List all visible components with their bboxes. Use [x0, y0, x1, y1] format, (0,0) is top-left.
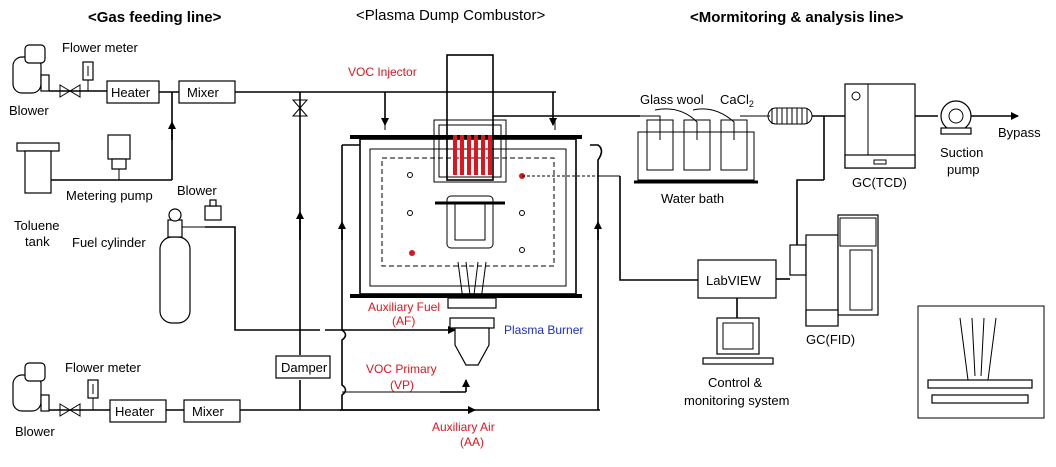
gc-tcd-instrument [844, 83, 916, 169]
toluene-tank-label-1: Toluene [14, 218, 60, 233]
coil-icon [767, 107, 813, 125]
valve-top-icon [59, 84, 81, 98]
fuel-cylinder-icon [159, 208, 205, 324]
burner-detail-inset [917, 305, 1045, 419]
plasma-burner-label: Plasma Burner [504, 323, 583, 337]
blower-top-label: Blower [9, 103, 49, 118]
pipe-vp-vertical [341, 230, 347, 410]
fuel-cylinder-label: Fuel cylinder [72, 235, 146, 250]
toluene-tank-label-2: tank [25, 234, 50, 249]
gc-tcd-label: GC(TCD) [852, 175, 907, 190]
voc-injector-label: VOC Injector [348, 65, 417, 79]
blower-bottom-label: Blower [15, 424, 55, 439]
control-label-1: Control & [708, 375, 763, 390]
plasma-burner [447, 261, 497, 366]
glass-wool-label: Glass wool [640, 92, 704, 107]
auxiliary-air-label-2: (AA) [460, 435, 484, 449]
toluene-tank [16, 142, 60, 194]
mixer-bottom-label: Mixer [192, 404, 224, 419]
control-label-2: monitoring system [684, 393, 789, 408]
mixer-bottom-box [183, 399, 241, 423]
mixer-top-label: Mixer [187, 85, 219, 100]
heater-rods [453, 135, 492, 175]
metering-pump-icon [107, 134, 131, 180]
valve-bottom-icon [59, 403, 81, 417]
blower-top [12, 44, 50, 94]
blower-bottom [12, 362, 50, 412]
header-monitoring-analysis-line: <Mormitoring & analysis line> [690, 9, 904, 26]
header-plasma-dump-combustor: <Plasma Dump Combustor> [356, 7, 545, 24]
voc-primary-label-1: VOC Primary [366, 362, 437, 376]
suction-pump-label-1: Suction [940, 145, 983, 160]
labview-label: LabVIEW [706, 273, 762, 288]
auxiliary-air-label-1: Auxiliary Air [432, 420, 495, 434]
voc-primary-label-2: (VP) [390, 378, 414, 392]
pipe-fuel-to-af [205, 226, 320, 331]
blower-mid-label: Blower [177, 183, 217, 198]
damper-label: Damper [281, 360, 328, 375]
pipe-labview [619, 176, 698, 281]
damper-box [275, 355, 331, 379]
gc-fid-label: GC(FID) [806, 332, 855, 347]
auxiliary-fuel-label-2: (AF) [392, 314, 415, 328]
flow-meter-bottom-icon [87, 379, 99, 410]
flower-meter-top-label: Flower meter [62, 40, 139, 55]
flow-meter-top-icon [82, 61, 94, 91]
bypass-label: Bypass [998, 125, 1041, 140]
heater-top-label: Heater [111, 85, 151, 100]
water-bath-label: Water bath [661, 191, 724, 206]
suction-pump-label-2: pump [947, 162, 980, 177]
valve-vertical-icon [291, 99, 309, 117]
flower-meter-bottom-label: Flower meter [65, 360, 142, 375]
water-bath [634, 108, 770, 184]
metering-pump-label: Metering pump [66, 188, 153, 203]
header-gas-feeding-line: <Gas feeding line> [88, 9, 222, 26]
suction-pump-icon [940, 100, 972, 135]
combustor [350, 54, 600, 298]
gc-fid-instrument [789, 214, 879, 327]
auxiliary-fuel-label-1: Auxiliary Fuel [368, 300, 440, 314]
blower-mid-icon [204, 199, 222, 221]
heater-bottom-label: Heater [115, 404, 155, 419]
heater-bottom-box [109, 399, 167, 423]
cacl2-label: CaCl2 [720, 92, 754, 109]
computer-icon [702, 317, 774, 365]
